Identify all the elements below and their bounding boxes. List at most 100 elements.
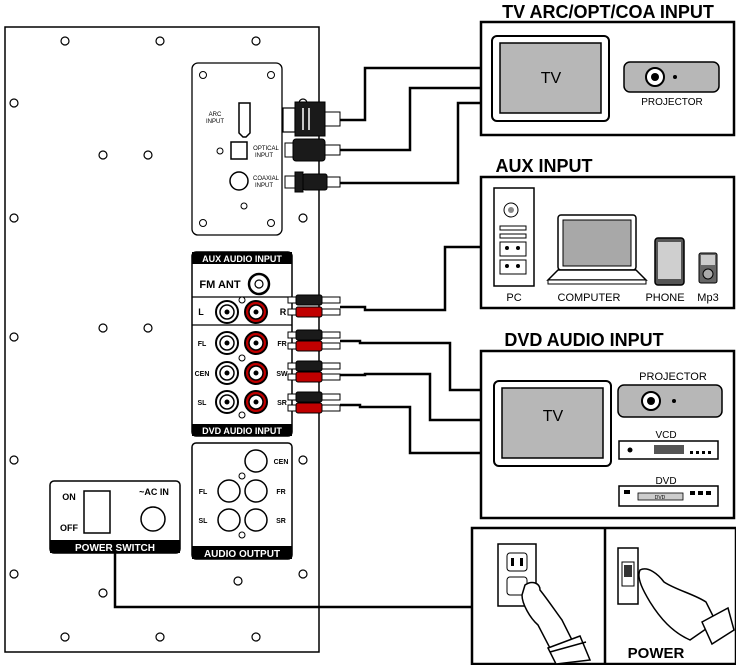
phone-icon — [654, 237, 685, 286]
vcd-player-icon — [618, 440, 719, 460]
power-off-label: OFF — [60, 523, 78, 533]
rca-plug-black — [295, 391, 323, 403]
projector-icon — [623, 61, 720, 93]
power-label: POWER — [628, 645, 685, 662]
rca-plug-cable — [321, 296, 341, 304]
dvd-player-display-label: DVD — [655, 495, 666, 501]
rca-jack-pin — [224, 370, 230, 376]
rca-plug-cable — [321, 362, 341, 370]
dvd-tv-label: TV — [543, 408, 564, 425]
jack-label-SW: SW — [276, 371, 288, 378]
rca-plug-tip — [287, 296, 297, 304]
digital-input-panel: ARC INPUT OPTICAL INPUT COAXIAL INPUT — [191, 62, 283, 236]
hdmi-plug — [282, 107, 296, 133]
dvd-audio-input-panel-title: DVD AUDIO INPUT — [202, 426, 282, 436]
hand-plugging-icon — [521, 581, 592, 665]
aux-device-label-phone: PHONE — [645, 292, 684, 304]
fm-ant-label: FM ANT — [199, 279, 240, 291]
rca-jack-pin — [224, 309, 230, 315]
rca-plug-cable — [321, 331, 341, 339]
ac-in-label: ~AC IN — [139, 487, 169, 497]
rca-jack-pin — [253, 309, 259, 315]
dvd-player-icon: DVD — [618, 485, 719, 507]
jack-label-SR: SR — [277, 400, 287, 407]
output-jack-sl[interactable] — [217, 508, 241, 532]
cables — [113, 66, 494, 609]
projector-label: PROJECTOR — [641, 97, 703, 108]
optical-input-label-1: OPTICAL — [253, 146, 279, 152]
jack-label-CEN: CEN — [195, 371, 210, 378]
audio-output-title: AUDIO OUTPUT — [204, 549, 280, 560]
power-switch-panel: POWER SWITCH ON OFF ~AC IN — [49, 480, 181, 554]
hand-switching-icon — [638, 568, 735, 646]
rca-plug-tip — [287, 362, 297, 370]
analog-input-panel: AUX AUDIO INPUT DVD AUDIO INPUT FM ANT L… — [191, 251, 293, 437]
rca-jack-pin — [253, 370, 259, 376]
rca-jack-pin — [253, 399, 259, 405]
coaxial-plug — [284, 175, 296, 189]
output-jack-sr[interactable] — [244, 508, 268, 532]
output-label-sl: SL — [199, 518, 209, 525]
power-section: POWER — [470, 526, 736, 665]
tv-arc-section-title: TV ARC/OPT/COA INPUT — [502, 2, 714, 22]
rca-plug-red — [295, 371, 323, 383]
power-on-label: ON — [62, 492, 76, 502]
coaxial-input-label-2: INPUT — [255, 183, 273, 189]
rca-plug-black — [295, 294, 323, 306]
dvd-projector-label: PROJECTOR — [639, 371, 707, 383]
coaxial-input-label-1: COAXIAL — [253, 176, 280, 182]
dvd-projector-icon — [617, 384, 723, 418]
power-switch-title: POWER SWITCH — [75, 543, 155, 554]
arc-input-label-2: INPUT — [206, 119, 224, 125]
output-jack-fr[interactable] — [244, 479, 268, 503]
jack-label-SL: SL — [198, 400, 208, 407]
rca-plug-tip — [287, 342, 297, 350]
dvd-input-section: DVD AUDIO INPUT TV PROJECTOR VCD DVD DVD — [479, 330, 736, 520]
aux-device-label-computer: COMPUTER — [558, 292, 621, 304]
aux-device-label-mp3: Mp3 — [697, 292, 718, 304]
laptop-icon — [546, 214, 648, 285]
jack-label-FL: FL — [198, 341, 207, 348]
output-label-sr: SR — [276, 518, 286, 525]
optical-input-port[interactable] — [230, 141, 248, 160]
cable-plugs — [282, 101, 341, 414]
audio-output-panel: AUDIO OUTPUT CEN FL FR SL SR — [191, 442, 293, 560]
output-jack-fl[interactable] — [217, 479, 241, 503]
rca-plug-black — [295, 360, 323, 372]
coaxial-input-port[interactable] — [229, 171, 249, 191]
output-label-fr: FR — [276, 489, 285, 496]
ac-in-socket[interactable] — [140, 506, 166, 532]
rca-plug-cable — [321, 404, 341, 412]
optical-plug — [284, 142, 294, 158]
jack-label-L: L — [198, 307, 204, 317]
hdmi-arc-port[interactable] — [238, 102, 251, 138]
rca-jack-pin — [224, 399, 230, 405]
vcd-label: VCD — [655, 430, 676, 441]
rca-plug-tip — [287, 404, 297, 412]
aux-device-label-pc: PC — [506, 292, 521, 304]
rca-plug-tip — [287, 373, 297, 381]
tv-arc-section: TV ARC/OPT/COA INPUT TV PROJECTOR — [479, 2, 736, 137]
optical-input-label-2: INPUT — [255, 153, 273, 159]
rca-plug-cable — [321, 393, 341, 401]
screw-holes — [9, 36, 308, 642]
rca-plug-red — [295, 402, 323, 414]
rca-plug-cable — [321, 342, 341, 350]
rca-plug-tip — [287, 393, 297, 401]
arc-input-label-1: ARC — [209, 112, 222, 118]
rca-plug-red — [295, 340, 323, 352]
rca-jack-pin — [253, 340, 259, 346]
aux-input-section-title: AUX INPUT — [495, 156, 592, 176]
output-label-fl: FL — [199, 489, 208, 496]
rca-plug-tip — [287, 308, 297, 316]
rca-plug-cable — [321, 308, 341, 316]
rca-plug-red — [295, 306, 323, 318]
power-rocker-switch[interactable] — [83, 490, 111, 534]
jack-label-R: R — [280, 307, 287, 317]
pc-tower-icon — [493, 187, 535, 287]
rca-plug-cable — [321, 373, 341, 381]
jack-label-FR: FR — [277, 341, 286, 348]
dvd-label: DVD — [655, 476, 676, 487]
output-jack-cen[interactable] — [244, 449, 268, 473]
mp3-player-icon — [698, 252, 718, 284]
